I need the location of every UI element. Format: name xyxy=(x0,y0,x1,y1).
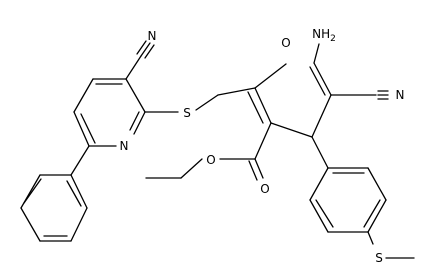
carbonyl-oxygen-label: O xyxy=(260,182,269,196)
methylthio-sulfur-label: S xyxy=(375,251,383,265)
cyano-nitrogen-label: N xyxy=(148,29,157,43)
bond-lines xyxy=(20,40,415,259)
amino-group-label: NH2 xyxy=(312,27,336,44)
thioether-sulfur-label: S xyxy=(183,106,191,120)
ester-oxygen-label: O xyxy=(206,153,215,167)
atom-labels: N N S O NH2 N O O S xyxy=(120,27,405,265)
cyano-nitrogen-label-2: N xyxy=(396,88,405,102)
pyran-oxygen-label: O xyxy=(281,36,290,50)
pyridine-nitrogen-label: N xyxy=(120,139,129,153)
